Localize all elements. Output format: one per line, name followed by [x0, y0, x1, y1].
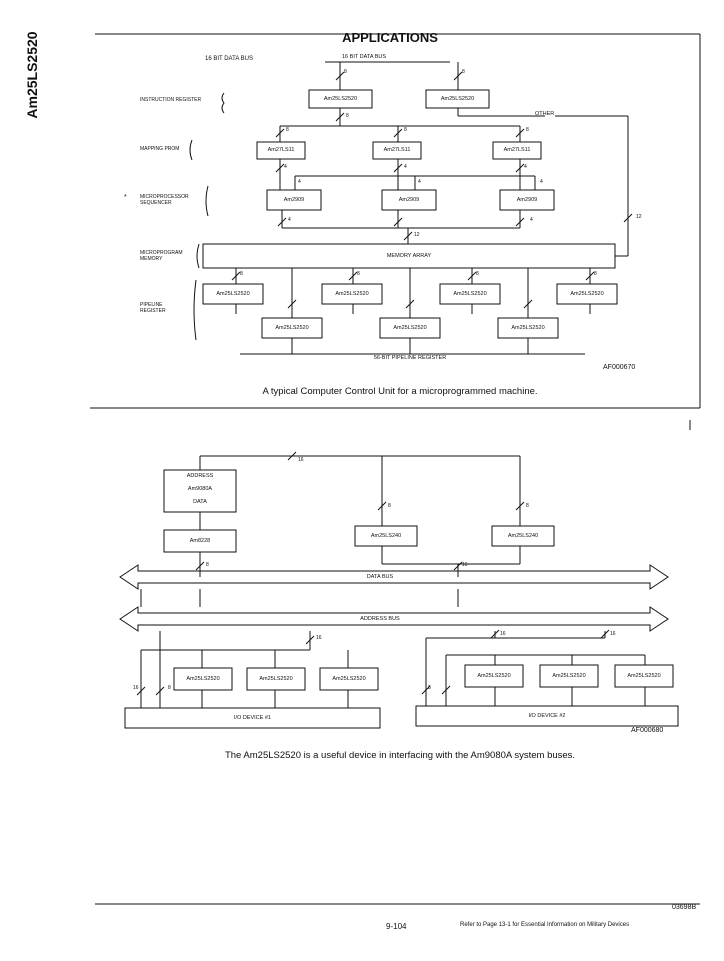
cpu-name-label: Am9080A [187, 486, 213, 492]
bus-width-label: 12 [414, 232, 420, 238]
seq-box-label: Am2909 [283, 197, 305, 203]
row-label: MICROPROCESSOR SEQUENCER [140, 194, 189, 206]
bus-width-label: 4 [418, 179, 421, 185]
bus-width-label: 4 [524, 164, 527, 170]
pipe-box-label: Am25LS2520 [393, 325, 427, 331]
bus-width-label: 4 [288, 217, 291, 223]
pipe-box-label: Am25LS2520 [570, 291, 604, 297]
bus-width-label: 4 [284, 164, 287, 170]
memory-array-label: MEMORY ARRAY [386, 253, 432, 259]
star-marker: * [124, 194, 127, 201]
bus-width-label: 8 [462, 69, 465, 75]
bus-bottom-label: 56-BIT PIPELINE REGISTER [373, 355, 447, 361]
ctrl-box-label: Am8228 [189, 538, 211, 544]
instr-box-label: Am25LS2520 [323, 96, 358, 102]
bus-width-label: 8 [346, 113, 349, 119]
cpu-data-label: DATA [193, 499, 207, 505]
bus-width-label: 4 [530, 217, 533, 223]
page-number: 9-104 [386, 922, 407, 931]
bus-width-label: 16 [316, 635, 322, 641]
io1-box-label: Am25LS2520 [259, 676, 293, 682]
io2-box-label: Am25LS2520 [552, 673, 586, 679]
map-box-label: Am27LS11 [503, 147, 531, 153]
io2-box-label: Am25LS2520 [627, 673, 661, 679]
bus-width-label: 8 [428, 685, 431, 691]
bus-width-label: 16 [298, 457, 304, 463]
seq-box-label: Am2909 [398, 197, 420, 203]
row-label: MICROPROGRAM MEMORY [140, 250, 183, 262]
bus-width-label: 8 [357, 271, 360, 277]
bus-width-label: 8 [594, 271, 597, 277]
buffer-box-label: Am25LS240 [370, 533, 402, 539]
row-label: MAPPING PROM [140, 146, 180, 152]
bus-width-label: 8 [206, 562, 209, 568]
other-label: OTHER [535, 111, 555, 117]
data-bus-label: DATA BUS [366, 574, 394, 580]
io-device-2-label: I/O DEVICE #2 [528, 713, 566, 719]
address-bus-label: ADDRESS BUS [360, 616, 400, 622]
cpu-address-label: ADDRESS [186, 473, 214, 479]
instr-box-label: Am25LS2520 [440, 96, 475, 102]
bus-top-label: 16 BIT DATA BUS [205, 56, 253, 62]
bus-width-label: 8 [168, 685, 171, 691]
io1-box-label: Am25LS2520 [186, 676, 220, 682]
pipe-box-label: Am25LS2520 [275, 325, 309, 331]
bus-width-label: 8 [388, 503, 391, 509]
footer-reference: Refer to Page 13-1 for Essential Informa… [460, 922, 630, 928]
bus-width-label: 16 [462, 562, 468, 568]
io-device-1-label: I/O DEVICE #1 [234, 715, 271, 721]
bus-width-label: 16 [133, 685, 139, 691]
bus-width-label: 12 [636, 214, 642, 220]
pipe-box-label: Am25LS2520 [216, 291, 250, 297]
bus-width-label: 4 [540, 179, 543, 185]
row-label: INSTRUCTION REGISTER [140, 97, 202, 103]
doc-code: 03698B [672, 904, 697, 911]
pipe-box-label: Am25LS2520 [511, 325, 545, 331]
bus-width-label: 8 [286, 127, 289, 133]
bus-width-label: 8 [476, 271, 479, 277]
figure1-id: AF000670 [603, 364, 636, 371]
bus-top-label: 16 BIT DATA BUS [342, 54, 387, 60]
bus-width-label: 4 [404, 164, 407, 170]
figure2-caption: The Am25LS2520 is a useful device in int… [224, 750, 576, 761]
bus-width-label: 8 [526, 127, 529, 133]
map-box-label: Am27LS11 [267, 147, 295, 153]
bus-width-label: 4 [298, 179, 301, 185]
buffer-box-label: Am25LS240 [507, 533, 539, 539]
map-box-label: Am27LS11 [383, 147, 411, 153]
bus-width-label: 8 [526, 503, 529, 509]
io1-box-label: Am25LS2520 [332, 676, 366, 682]
pipe-box-label: Am25LS2520 [335, 291, 369, 297]
row-label: PIPELINE REGISTER [140, 302, 166, 314]
seq-box-label: Am2909 [516, 197, 538, 203]
bus-width-label: 16 [610, 631, 616, 637]
figure2-id: AF000680 [631, 727, 664, 734]
bus-width-label: 16 [500, 631, 506, 637]
bus-width-label: 8 [404, 127, 407, 133]
figure1-caption: A typical Computer Control Unit for a mi… [262, 386, 538, 397]
io2-box-label: Am25LS2520 [477, 673, 511, 679]
bus-width-label: 8 [240, 271, 243, 277]
bus-width-label: 8 [344, 69, 347, 75]
pipe-box-label: Am25LS2520 [453, 291, 487, 297]
